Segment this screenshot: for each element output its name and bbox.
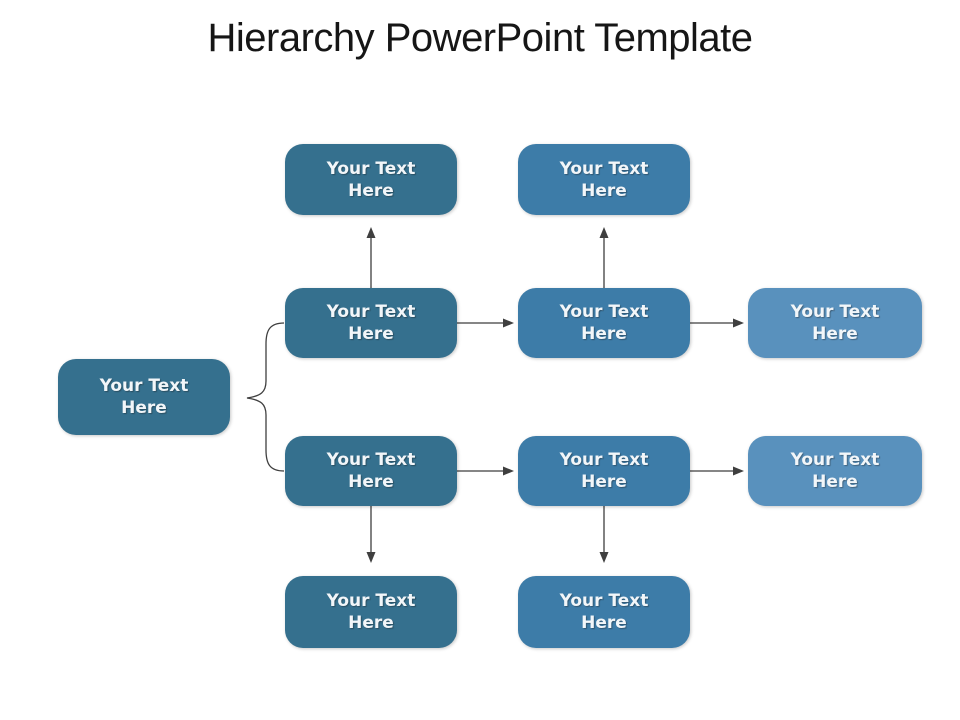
node-top-row-col2[interactable]: Your Text Here (518, 144, 690, 215)
node-label: Your Text Here (326, 302, 416, 344)
node-branch1-col3[interactable]: Your Text Here (748, 288, 922, 358)
node-bottom-row-col2[interactable]: Your Text Here (518, 576, 690, 648)
arrow-down-branch2 (599, 506, 609, 563)
arrow-right-branch2-a (457, 466, 514, 476)
node-label: Your Text Here (326, 591, 416, 633)
node-branch2-col1[interactable]: Your Text Here (285, 436, 457, 506)
node-label: Your Text Here (559, 158, 649, 201)
node-branch1-col2[interactable]: Your Text Here (518, 288, 690, 358)
node-branch2-col3[interactable]: Your Text Here (748, 436, 922, 506)
node-root[interactable]: Your Text Here (58, 359, 230, 435)
node-label: Your Text Here (99, 376, 189, 418)
node-bottom-row-col1[interactable]: Your Text Here (285, 576, 457, 648)
page-title: Hierarchy PowerPoint Template (207, 16, 753, 60)
node-label: Your Text Here (790, 450, 880, 492)
brace-connector-root (246, 322, 285, 472)
node-branch2-col2[interactable]: Your Text Here (518, 436, 690, 506)
node-top-row-col1[interactable]: Your Text Here (285, 144, 457, 215)
node-label: Your Text Here (326, 158, 416, 201)
arrow-right-branch1-b (690, 318, 744, 328)
node-label: Your Text Here (559, 591, 649, 633)
arrow-up-branch2 (599, 227, 609, 288)
node-label: Your Text Here (559, 302, 649, 344)
node-label: Your Text Here (790, 302, 880, 344)
arrow-up-branch1 (366, 227, 376, 288)
node-label: Your Text Here (559, 450, 649, 492)
arrow-down-branch1 (366, 506, 376, 563)
arrow-right-branch2-b (690, 466, 744, 476)
node-branch1-col1[interactable]: Your Text Here (285, 288, 457, 358)
node-label: Your Text Here (326, 450, 416, 492)
arrow-right-branch1-a (457, 318, 514, 328)
